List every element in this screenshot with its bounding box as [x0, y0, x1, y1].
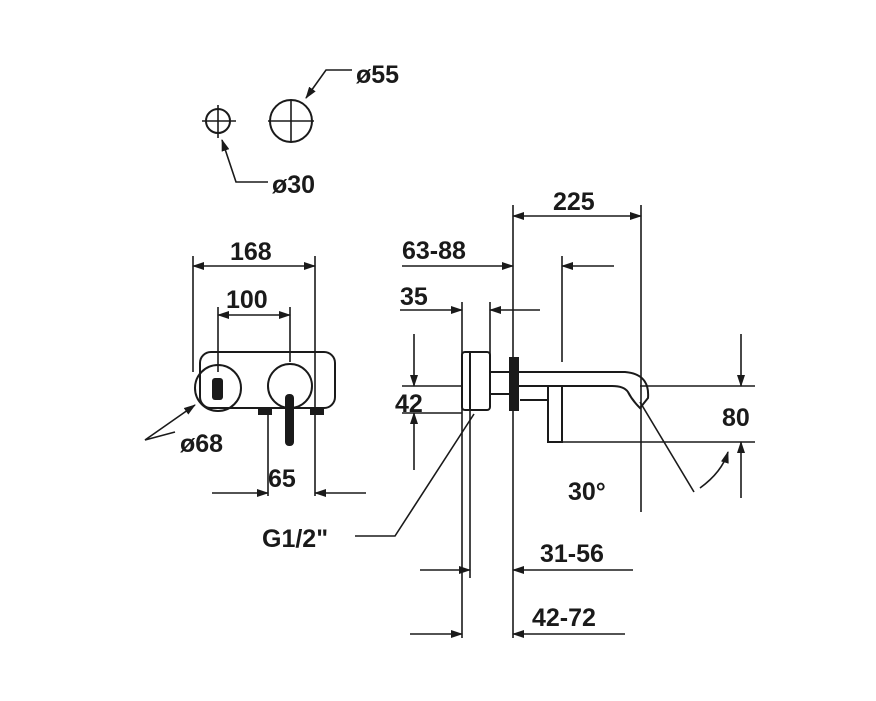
h80-label: 80 — [722, 404, 750, 432]
w168-label: 168 — [230, 238, 272, 266]
thread-label: G1/2" — [262, 525, 328, 553]
w35-label: 35 — [400, 283, 428, 311]
h42-label: 42 — [395, 390, 423, 418]
front-view — [192, 256, 336, 496]
thread-leader — [355, 413, 475, 537]
r31-56-label: 31-56 — [540, 540, 604, 568]
w225-label: 225 — [553, 188, 595, 216]
angle30-arc — [699, 451, 729, 489]
w65-label: 65 — [268, 465, 296, 493]
d55-label: ø55 — [356, 61, 399, 89]
d30-label: ø30 — [272, 171, 315, 199]
d30-leader — [221, 139, 268, 183]
d68-leader — [144, 404, 196, 441]
d68-label: ø68 — [180, 430, 223, 458]
w100-label: 100 — [226, 286, 268, 314]
d55-leader — [305, 69, 352, 99]
r63-88-label: 63-88 — [402, 237, 466, 265]
angle30-label: 30° — [568, 478, 606, 506]
side-view — [402, 205, 755, 638]
r42-72-label: 42-72 — [532, 604, 596, 632]
rosette-large-symbol — [268, 99, 314, 143]
rosette-small-symbol — [202, 105, 236, 138]
